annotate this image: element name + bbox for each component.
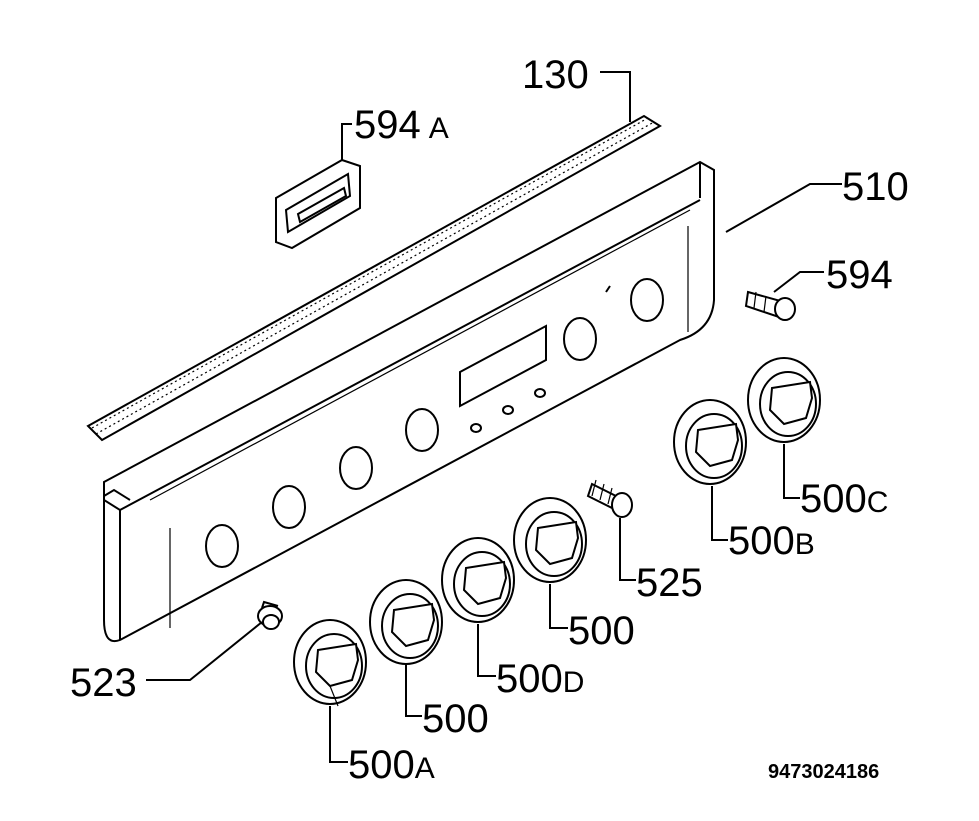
- knob-hole-4: [405, 408, 439, 452]
- leader-500a: [329, 706, 348, 763]
- part-594-indicator-lamp: [744, 290, 796, 321]
- knob-500d: [441, 537, 515, 623]
- callout-130: 130: [522, 53, 589, 97]
- part-525-screw: [586, 479, 633, 518]
- callout-500c: 500C: [800, 477, 888, 521]
- knob-500b: [673, 399, 747, 485]
- knob-hole-5: [563, 317, 597, 361]
- callout-500-right: 500: [568, 609, 635, 653]
- callout-500-mid: 500: [422, 697, 489, 741]
- knob-500-mid: [369, 579, 443, 665]
- leader-500-right: [549, 584, 568, 629]
- callout-523: 523: [70, 661, 137, 705]
- part-130-gasket-strip: [86, 114, 662, 442]
- leader-500-mid: [405, 664, 422, 717]
- part-510-control-panel: [103, 160, 715, 642]
- knob-hole-1: [205, 524, 239, 568]
- part-594a-bracket: [275, 158, 361, 250]
- leader-500b: [711, 486, 728, 541]
- knob-hole-3: [339, 446, 373, 490]
- leader-594: [773, 271, 824, 293]
- button-hole-2: [502, 405, 514, 415]
- callout-525: 525: [636, 561, 703, 605]
- callout-500a: 500A: [348, 743, 435, 787]
- button-hole-1: [470, 423, 482, 433]
- leader-510: [725, 183, 842, 233]
- leader-500d: [477, 624, 496, 677]
- knob-hole-2: [272, 485, 306, 529]
- leader-lines: [146, 71, 842, 763]
- drawing-number: 9473024186: [768, 761, 879, 783]
- part-523-grommet: [257, 600, 283, 630]
- indicator-lamp-hole: [605, 285, 611, 293]
- leader-523: [146, 621, 263, 681]
- callout-500b: 500B: [728, 519, 815, 563]
- leader-594a: [341, 123, 352, 160]
- callout-500d: 500D: [496, 657, 584, 701]
- knob-500-right: [513, 497, 587, 583]
- callout-594: 594: [826, 253, 893, 297]
- display-window: [459, 324, 547, 408]
- knob-hole-6: [630, 278, 664, 322]
- button-hole-3: [534, 388, 546, 398]
- leader-525: [619, 518, 636, 581]
- leader-130: [600, 71, 631, 122]
- knob-500c: [747, 357, 821, 443]
- callout-510: 510: [842, 165, 909, 209]
- knob-500a: [293, 619, 367, 707]
- leader-500c: [783, 444, 800, 499]
